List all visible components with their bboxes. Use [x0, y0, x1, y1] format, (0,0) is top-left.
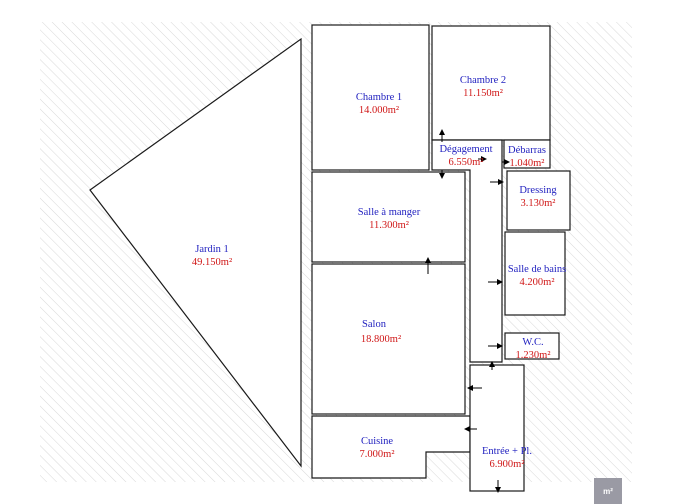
room-dressing	[506, 170, 571, 231]
room-degagement	[431, 139, 503, 363]
room-wc	[504, 332, 560, 360]
room-jardin-1	[89, 37, 302, 468]
room-salon	[311, 263, 466, 415]
room-chambre-2	[431, 25, 551, 141]
room-salle-de-bains	[504, 231, 566, 316]
room-entree	[469, 364, 525, 492]
room-debarras	[503, 139, 551, 169]
room-chambre-1	[311, 24, 430, 171]
unit-badge[interactable]: m²	[594, 478, 622, 504]
room-salle-a-manger	[311, 171, 466, 263]
